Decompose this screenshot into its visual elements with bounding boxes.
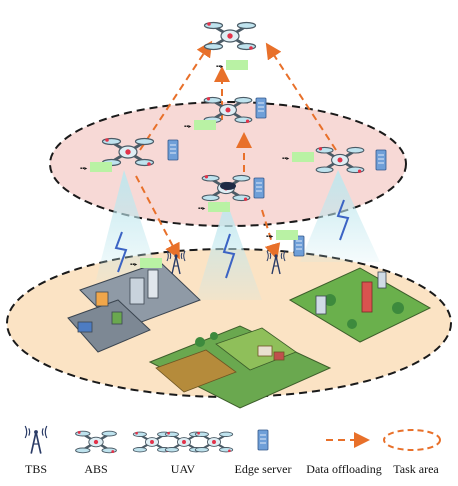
urban-region xyxy=(67,261,201,353)
legend-task-area-label: Task area xyxy=(393,462,439,476)
legend-abs-label: ABS xyxy=(84,462,108,476)
wireless-link-left xyxy=(114,231,128,273)
uav-center xyxy=(198,173,265,212)
legend-uav-icon xyxy=(132,430,234,454)
legend-task-area-icon xyxy=(383,429,441,451)
top-abs-drone xyxy=(203,20,257,70)
farm-region xyxy=(148,325,332,409)
legend-tbs-label: TBS xyxy=(24,462,48,476)
legend-data-offloading-label: Data offloading xyxy=(306,462,382,476)
park-region xyxy=(288,267,432,343)
signal-beam-center xyxy=(196,200,262,300)
legend-edge-server-icon xyxy=(257,429,269,451)
signal-beam-left xyxy=(96,170,160,280)
legend-abs-icon xyxy=(74,429,118,455)
legend-tbs-icon xyxy=(24,425,48,455)
legend-edge-server-label: Edge server xyxy=(234,462,292,476)
wireless-link-center xyxy=(222,233,236,279)
data-offloading-arrows xyxy=(135,40,337,260)
wireless-link-right xyxy=(336,199,350,241)
legend-uav-label: UAV xyxy=(170,462,196,476)
